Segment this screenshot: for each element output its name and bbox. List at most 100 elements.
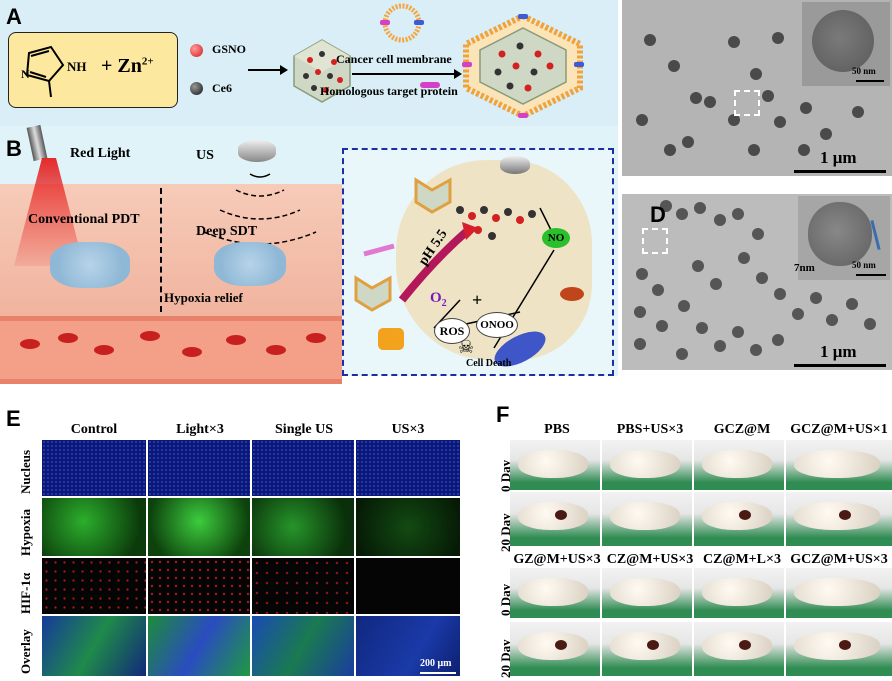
mouse-body <box>610 502 680 530</box>
mouse-body <box>702 450 772 478</box>
panel-b-letter: B <box>6 136 22 161</box>
row-header: Nucleus <box>18 449 33 494</box>
mouse-photo <box>510 622 600 676</box>
group-label: GZ@M+US×3 <box>513 552 601 567</box>
micrograph-hif <box>356 558 460 614</box>
zoom-nanoparticles <box>354 177 584 350</box>
micrograph-nucleus <box>42 440 146 496</box>
ultrasound-transducer-icon <box>238 140 276 162</box>
mouse-body <box>794 450 880 478</box>
o2-label: O2 <box>430 290 447 309</box>
column-header: US×3 <box>391 422 425 437</box>
mouse-photo <box>694 622 784 676</box>
membrane-label: Cancer cell membrane <box>336 52 452 66</box>
column-header: Light×3 <box>176 422 224 437</box>
gsno-dot <box>190 44 203 57</box>
arrow-right-icon <box>352 69 462 79</box>
tumor-cluster <box>50 242 130 288</box>
red-light-label: Red Light <box>70 146 131 161</box>
micrograph-hif <box>42 558 146 614</box>
onoo-badge: ONOO <box>476 312 518 338</box>
tem-image-d: 50 nm 7nm 1 μm <box>622 194 892 370</box>
us-probe-icon <box>500 156 530 174</box>
row-header: Overlay <box>18 629 33 674</box>
panel-d-letter: D <box>650 202 666 227</box>
micrograph-hypoxia <box>252 498 354 556</box>
mouse-photo <box>786 622 892 676</box>
mouse-body <box>518 578 588 606</box>
mouse-body <box>702 578 772 606</box>
group-label: PBS <box>544 422 570 437</box>
zinc-label: + Zn2+ <box>101 55 154 77</box>
ros-badge: ROS <box>434 318 470 344</box>
mouse-photo <box>786 440 892 490</box>
group-label: CZ@M+L×3 <box>703 552 781 567</box>
selection-box <box>642 228 668 254</box>
scale-bar <box>420 672 456 674</box>
arrow-right-icon <box>248 65 288 75</box>
mouse-body <box>610 450 680 478</box>
row-header: Hypoxia <box>18 509 33 556</box>
main-scale-bar <box>794 364 886 367</box>
micrograph-overlay <box>42 616 146 676</box>
group-label: GCZ@M+US×1 <box>790 422 888 437</box>
protein-icon <box>420 82 440 88</box>
laser-device-icon <box>26 124 48 162</box>
micrograph-nucleus <box>252 440 354 496</box>
divider-line <box>160 188 162 312</box>
micrograph-hypoxia <box>42 498 146 556</box>
mouse-photo <box>694 568 784 618</box>
mouse-photo <box>510 492 600 546</box>
coated-nanoparticle <box>462 14 584 118</box>
panel-f: F PBS PBS+US×3 GCZ@M GCZ@M+US×1 0 Day 20… <box>490 400 892 681</box>
micrograph-hif <box>148 558 250 614</box>
panel-a-letter: A <box>6 4 22 29</box>
mouse-photo <box>510 568 600 618</box>
tumor-spot <box>555 640 567 650</box>
inset-scale-label: 50 nm <box>852 66 876 76</box>
red-blood-cells <box>20 331 326 357</box>
inset-scale-bar <box>856 274 886 276</box>
mouse-photo <box>786 492 892 546</box>
mouse-body <box>518 450 588 478</box>
imidazole-nh: NH <box>67 59 87 74</box>
mouse-body <box>518 632 588 660</box>
tumor-spot <box>839 510 851 520</box>
tumor-spot <box>647 640 659 650</box>
zif-nanoparticle <box>293 39 351 103</box>
mouse-body <box>794 578 880 606</box>
membrane-vesicle <box>380 3 424 43</box>
micrograph-overlay <box>356 616 460 676</box>
group-label: GCZ@M+US×3 <box>790 552 888 567</box>
imidazole-n: N <box>21 67 30 81</box>
mouse-photo <box>602 568 692 618</box>
panel-b: B Red Light US Conventional PDT Deep SDT… <box>0 124 618 384</box>
micrograph-nucleus <box>356 440 460 496</box>
column-header: Control <box>70 422 118 437</box>
tumor-spot <box>555 510 567 520</box>
plus-label: + <box>472 290 483 310</box>
tumor-spot <box>839 640 851 650</box>
conventional-pdt-label: Conventional PDT <box>28 212 140 227</box>
deep-sdt-label: Deep SDT <box>196 224 258 239</box>
mouse-body <box>610 578 680 606</box>
mouse-photo <box>510 440 600 490</box>
main-scale-bar <box>794 170 886 173</box>
group-label: CZ@M+US×3 <box>606 552 694 567</box>
skull-icon: ☠ <box>458 337 475 357</box>
micrograph-hypoxia <box>148 498 250 556</box>
imidazole-box: NH N + Zn2+ <box>8 32 178 108</box>
us-label: US <box>196 148 214 163</box>
no-badge: NO <box>542 228 570 248</box>
micrograph-hypoxia <box>356 498 460 556</box>
tem-inset-c: 50 nm <box>802 2 890 86</box>
tumor-spot <box>739 510 751 520</box>
micrograph-nucleus <box>148 440 250 496</box>
micrograph-overlay <box>252 616 354 676</box>
tumor-cluster <box>214 242 286 286</box>
panel-c: C 50 nm 1 μm <box>622 0 892 176</box>
row-header: HIF-1α <box>18 572 33 614</box>
group-label: GCZ@M <box>713 422 771 437</box>
mouse-photo <box>602 492 692 546</box>
shell-thickness-label: 7nm <box>794 262 815 274</box>
